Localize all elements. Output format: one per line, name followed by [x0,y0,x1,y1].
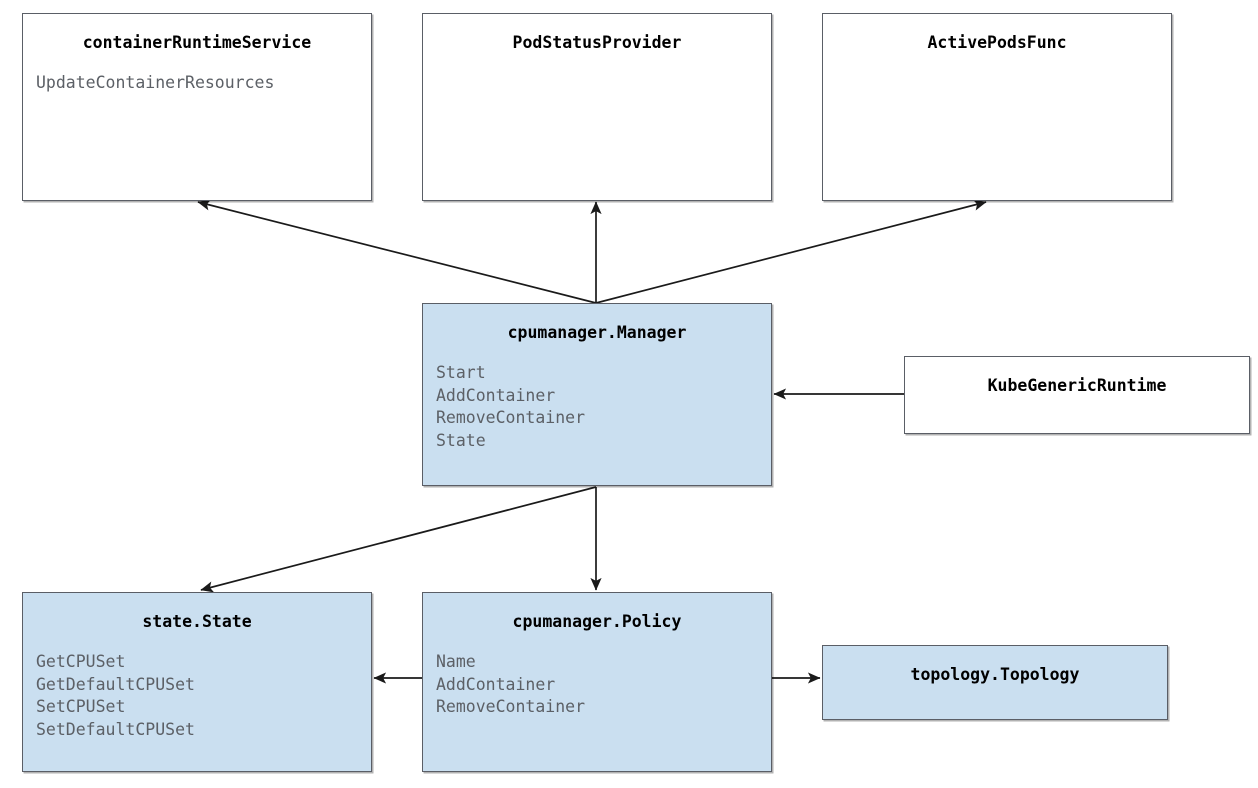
class-member: Start [436,363,486,382]
class-member: UpdateContainerResources [36,73,275,92]
class-node-title: containerRuntimeService [82,33,312,52]
class-node-title: cpumanager.Policy [512,612,682,631]
edge-manager-to-containerRuntimeService [197,199,597,304]
class-member: SetCPUSet [36,697,126,716]
class-node-title: topology.Topology [910,665,1080,684]
class-node-members: UpdateContainerResources [23,72,371,95]
class-node-topologyTopology[interactable]: topology.Topology [822,645,1168,720]
class-node-podStatusProvider[interactable]: PodStatusProvider [422,13,772,201]
class-member: AddContainer [436,385,556,405]
class-node-kubeGenericRuntime[interactable]: KubeGenericRuntime [904,356,1250,434]
edge-manager-to-activePodsFunc [595,199,987,304]
class-node-title: PodStatusProvider [512,33,682,52]
class-node-title: ActivePodsFunc [927,33,1067,52]
class-member: GetDefaultCPUSet [36,674,195,694]
class-node-title: state.State [142,612,252,631]
class-node-activePodsFunc[interactable]: ActivePodsFunc [822,13,1172,201]
class-member: Name [436,652,476,671]
class-member: AddContainer [436,674,556,694]
class-node-title: cpumanager.Manager [507,323,687,342]
edge-manager-to-stateState [200,486,597,593]
class-member: RemoveContainer [436,408,586,427]
class-member: GetCPUSet [36,652,126,671]
class-member: SetDefaultCPUSet [36,719,195,739]
class-member: State [436,430,486,450]
class-member: RemoveContainer [436,697,586,716]
class-node-title: KubeGenericRuntime [987,376,1167,395]
